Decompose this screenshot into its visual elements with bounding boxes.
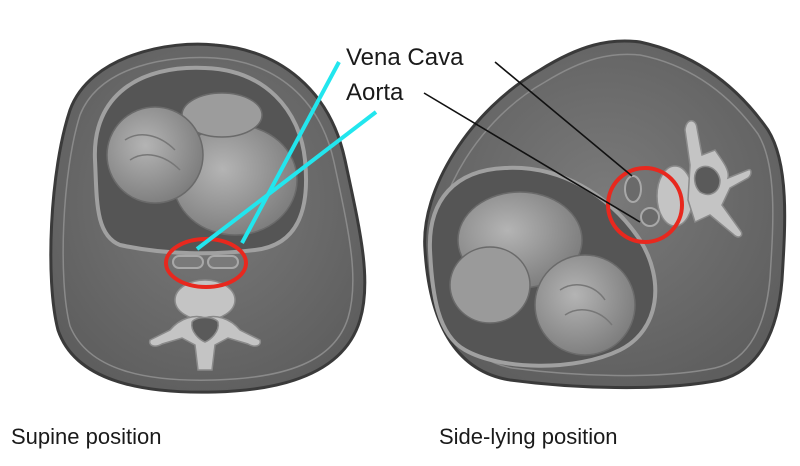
side-lying-vertebra <box>656 120 752 238</box>
side-lying-aorta <box>640 207 660 227</box>
supine-vertebra <box>148 279 262 371</box>
side-lying-caption: Side-lying position <box>439 424 618 449</box>
side-lying-vena-cava <box>624 175 642 203</box>
supine-highlight-circle <box>164 237 248 289</box>
aorta-label: Aorta <box>346 79 404 106</box>
side-lying-vena-cava-pointer <box>494 61 633 177</box>
side-lying-fetus-head <box>534 254 636 356</box>
supine-vena-cava-pointer <box>240 61 341 244</box>
supine-cross-section <box>49 42 378 394</box>
side-lying-aorta-pointer <box>423 92 641 223</box>
side-lying-cross-section <box>423 39 787 390</box>
supine-vena-cava <box>172 255 204 269</box>
supine-aorta-pointer <box>195 110 378 251</box>
side-lying-highlight-circle <box>606 166 684 244</box>
supine-caption: Supine position <box>11 424 162 449</box>
vena-cava-label: Vena Cava <box>346 44 464 71</box>
supine-aorta <box>207 255 239 269</box>
